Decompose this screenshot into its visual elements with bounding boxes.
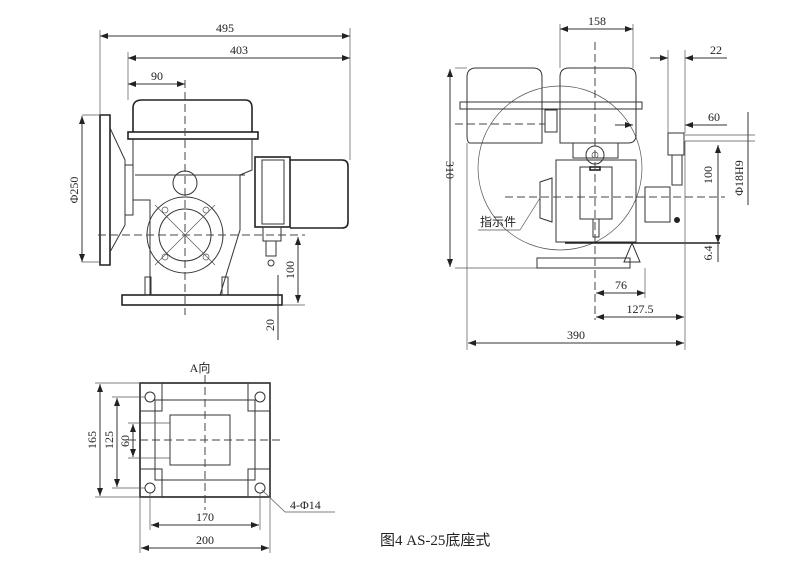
dim-inner-depth: 60: [118, 435, 132, 447]
figure-caption: 图4 AS-25底座式: [380, 532, 490, 549]
dim-outer-width: 200: [196, 533, 214, 547]
dim-outer-depth: 165: [85, 431, 99, 449]
base-view: A向 165 125 60 170 200 4-Φ14: [85, 360, 335, 553]
front-view: 158 22 60 310 100 Φ18H9 6.4 76 127.5 390…: [443, 14, 755, 350]
dim-hole-offset: 76: [615, 278, 627, 292]
dim-base-thickness: 20: [263, 319, 277, 331]
dim-hole-depth: 125: [102, 431, 116, 449]
base-plate: [121, 276, 283, 306]
dim-overall-width: 390: [567, 328, 585, 342]
dim-axis-offset: 90: [151, 69, 163, 83]
dim-lever-diameter: Φ18H9: [732, 160, 746, 195]
dim-hole-spacing: 170: [196, 510, 214, 524]
actuator-body: [127, 99, 259, 296]
dim-shaft-height: 100: [283, 261, 297, 279]
dimensions: 158 22 60 310 100 Φ18H9 6.4 76 127.5 390…: [443, 14, 755, 350]
dim-holes: 4-Φ14: [290, 498, 321, 512]
dim-base-gap: 6.4: [701, 246, 715, 261]
base-view-title: A向: [190, 360, 211, 375]
dim-total-height: 310: [443, 161, 457, 179]
dim-handwheel-diameter: Φ250: [67, 177, 81, 204]
dim-overall-length: 495: [216, 21, 234, 35]
side-view: 495 403 90 Φ250 100 20: [67, 21, 351, 340]
dim-lever-offset: 60: [708, 110, 720, 124]
indicator-label: 指示件: [480, 214, 516, 229]
dim-body-length: 403: [230, 43, 248, 57]
dimensions: 495 403 90 Φ250 100 20: [67, 21, 351, 340]
dim-lever-distance: 127.5: [627, 302, 654, 316]
dim-body-width: 158: [588, 14, 606, 28]
dim-lever-height: 100: [701, 166, 715, 184]
dim-lever-width: 22: [710, 43, 722, 57]
dimensions: 165 125 60 170 200 4-Φ14: [85, 382, 335, 553]
motor: [254, 156, 349, 267]
